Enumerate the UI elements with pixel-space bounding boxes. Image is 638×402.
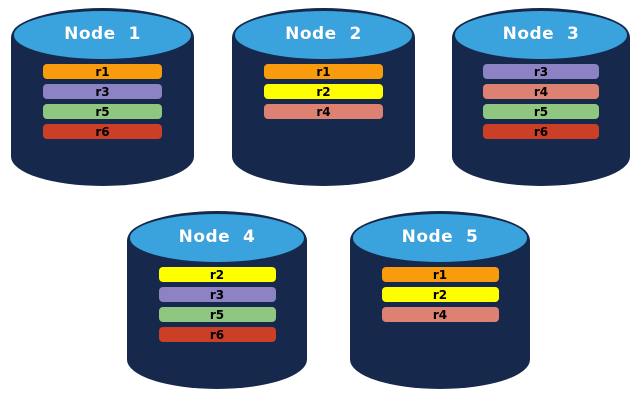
- node-label: Node 3: [502, 23, 580, 44]
- cylinder-top-ellipse: [128, 212, 306, 264]
- node-label: Node 5: [401, 226, 479, 247]
- replica-bar-r3[interactable]: r3: [43, 84, 162, 100]
- node-1[interactable]: Node 1 r1 r3 r5 r6: [11, 8, 194, 186]
- node-3[interactable]: Node 3 r3 r4 r5 r6: [452, 8, 630, 186]
- replica-stack: r2 r3 r5 r6: [158, 267, 276, 343]
- replica-stack: r3 r4 r5 r6: [483, 64, 599, 140]
- replica-bar-r5[interactable]: r5: [43, 104, 162, 120]
- replica-bar-r1[interactable]: r1: [264, 64, 383, 80]
- replica-bar-r1[interactable]: r1: [381, 267, 499, 283]
- replica-stack: r1 r2 r4: [381, 267, 499, 323]
- node-label: Node 4: [178, 226, 256, 247]
- replica-bar-r5[interactable]: r5: [158, 307, 276, 323]
- node-4[interactable]: Node 4 r2 r3 r5 r6: [127, 211, 307, 389]
- replica-bar-r6[interactable]: r6: [43, 124, 162, 140]
- cylinder-top-ellipse: [351, 212, 529, 264]
- replica-bar-r4[interactable]: r4: [264, 104, 383, 120]
- replica-stack: r1 r2 r4: [264, 64, 383, 120]
- replica-bar-r5[interactable]: r5: [483, 104, 599, 120]
- replica-stack: r1 r3 r5 r6: [43, 64, 162, 140]
- replica-bar-r2[interactable]: r2: [158, 267, 276, 283]
- replica-bar-r2[interactable]: r2: [264, 84, 383, 100]
- replica-bar-r1[interactable]: r1: [43, 64, 162, 80]
- replica-bar-r4[interactable]: r4: [483, 84, 599, 100]
- node-label: Node 1: [64, 23, 141, 44]
- node-label: Node 2: [285, 23, 362, 44]
- replica-bar-r3[interactable]: r3: [158, 287, 276, 303]
- node-5[interactable]: Node 5 r1 r2 r4: [350, 211, 530, 389]
- replica-bar-r6[interactable]: r6: [483, 124, 599, 140]
- cylinder-top-ellipse: [233, 9, 414, 61]
- cylinder-top-ellipse: [12, 9, 193, 61]
- replica-bar-r6[interactable]: r6: [158, 327, 276, 343]
- replica-bar-r3[interactable]: r3: [483, 64, 599, 80]
- node-2[interactable]: Node 2 r1 r2 r4: [232, 8, 415, 186]
- replica-bar-r4[interactable]: r4: [381, 307, 499, 323]
- cylinder-top-ellipse: [453, 9, 629, 61]
- replica-bar-r2[interactable]: r2: [381, 287, 499, 303]
